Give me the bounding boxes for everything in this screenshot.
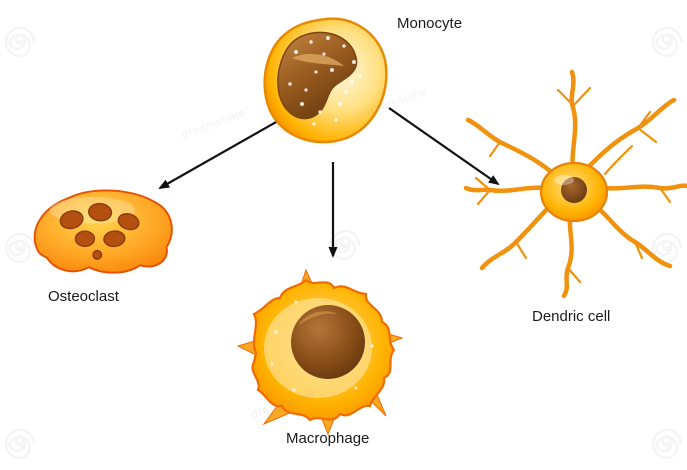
label-macrophage: Macrophage <box>286 430 370 447</box>
arrow-to-osteoclast <box>158 112 293 189</box>
dendritic-highlight <box>554 175 574 185</box>
macrophage-illustration <box>236 268 404 436</box>
label-monocyte: Monocyte <box>397 15 463 32</box>
label-osteoclast: Osteoclast <box>48 288 119 305</box>
osteoclast-nuclei <box>59 202 140 260</box>
monocyte-illustration <box>263 17 388 144</box>
monocyte-granules <box>288 36 362 126</box>
macrophage-granules <box>270 300 374 392</box>
macrophage-nucleus <box>291 305 365 379</box>
dendrites <box>463 69 687 299</box>
dendritic-nucleus <box>561 177 587 203</box>
macrophage-nucleus-highlight <box>298 311 338 326</box>
monocyte-nucleus <box>277 31 358 120</box>
dendritic-cell-illustration <box>463 69 687 299</box>
differentiation-arrows <box>158 107 500 258</box>
monocyte-nucleus-slit <box>292 53 344 66</box>
label-dendritic: Dendric cell <box>532 308 611 325</box>
osteoclast-illustration <box>33 189 173 274</box>
arrow-to-dendritic <box>388 107 500 186</box>
